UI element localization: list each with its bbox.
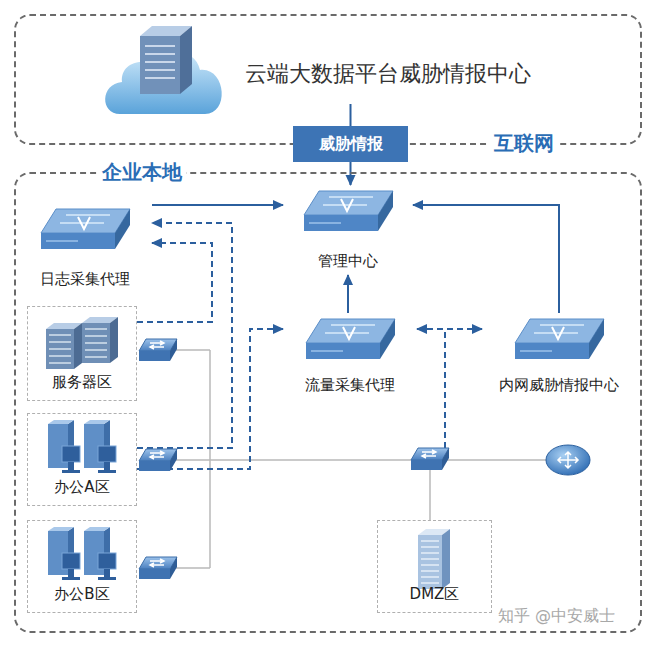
node-label: 内网威胁情报中心 — [482, 375, 636, 395]
icon-drawing — [42, 527, 122, 583]
dashed-connector — [137, 243, 212, 322]
zone-box: 服务器区 — [27, 306, 137, 401]
illustration-icon — [512, 315, 607, 371]
illustration-icon — [100, 22, 230, 126]
dashed-tap-line — [444, 329, 446, 448]
illustration-icon — [42, 313, 122, 373]
region-heading: 互联网 — [490, 131, 558, 155]
device-node: 云端大数据平台威胁情报中心 — [95, 22, 565, 104]
dashed-connector — [137, 223, 232, 448]
connector — [152, 204, 283, 206]
icon-drawing — [301, 187, 396, 239]
illustration-icon — [42, 527, 122, 587]
illustration-icon — [303, 315, 398, 371]
icon-drawing — [38, 205, 133, 257]
icon-drawing — [512, 315, 607, 367]
node-label: 办公B区 — [28, 584, 136, 604]
illustration-icon — [38, 205, 133, 261]
node-label: 云端大数据平台威胁情报中心 — [245, 60, 531, 88]
illustration-icon — [301, 187, 396, 243]
region-heading: 企业本地 — [98, 160, 186, 184]
dashed-connector — [137, 329, 283, 469]
device-node: 内网威胁情报中心 — [482, 313, 636, 399]
zone-box: 办公B区 — [27, 520, 137, 613]
node-label: 服务器区 — [28, 372, 136, 392]
region-band: 企业本地日志采集代理管理中心服务器区流量采集代理内网威胁情报中心办公A区办公B区… — [14, 172, 642, 633]
icon-drawing — [42, 313, 122, 369]
device-node: 日志采集代理 — [18, 203, 152, 293]
zone-box: DMZ区 — [377, 520, 492, 613]
dashed-connector — [417, 328, 482, 330]
node-label: DMZ区 — [378, 584, 491, 604]
node-label: 管理中心 — [283, 251, 413, 271]
illustration-icon — [414, 527, 454, 595]
connector — [413, 205, 559, 313]
icon-drawing — [303, 315, 398, 367]
switch-icon — [411, 448, 449, 470]
zone-box: 办公A区 — [27, 413, 137, 506]
watermark: 知乎 @中安威士 — [498, 606, 615, 627]
node-label: 办公A区 — [28, 477, 136, 497]
switch-icon — [139, 339, 177, 361]
icon-drawing — [42, 420, 122, 476]
label-box: 威胁情报 — [293, 126, 408, 162]
switch-icon — [139, 557, 177, 579]
device-node: 流量采集代理 — [283, 313, 417, 399]
illustration-icon — [42, 420, 122, 480]
device-node: 管理中心 — [283, 185, 413, 275]
node-label: 日志采集代理 — [18, 269, 152, 289]
node-label: 流量采集代理 — [283, 375, 417, 395]
router-icon — [546, 445, 590, 475]
switch-icon — [139, 449, 177, 471]
icon-drawing — [100, 22, 230, 122]
icon-drawing — [414, 527, 454, 591]
node-label: 威胁情报 — [319, 134, 383, 155]
connector — [350, 104, 352, 126]
connector — [347, 275, 349, 313]
